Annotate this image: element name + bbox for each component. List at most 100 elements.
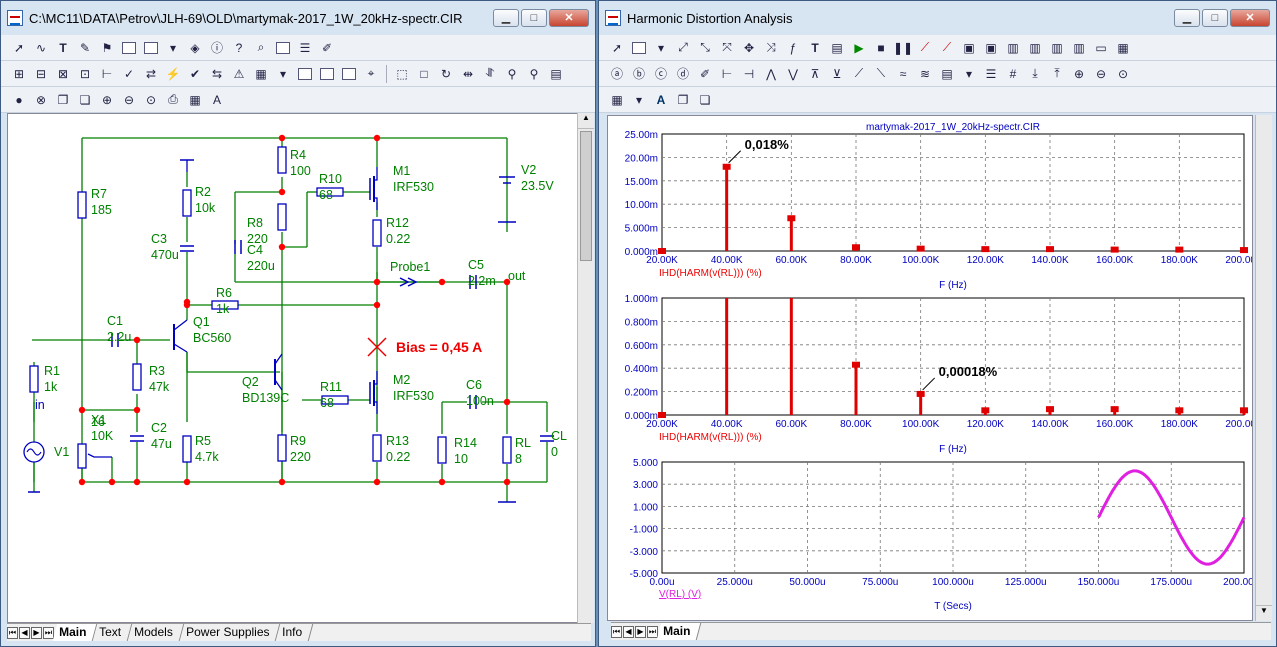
component-icon[interactable] (141, 38, 161, 58)
power-icon[interactable]: ⊡ (79, 66, 91, 81)
list-icon[interactable]: ☰ (299, 40, 311, 55)
node-currents-icon[interactable]: ⊠ (57, 66, 69, 81)
copy-icon[interactable]: ❐ (57, 92, 69, 107)
zoom-in-icon[interactable]: ⊕ (1073, 66, 1085, 81)
node-voltages-icon[interactable]: ⊟ (35, 66, 47, 81)
low-icon[interactable]: ⊻ (832, 66, 842, 81)
tab-models[interactable]: Models (128, 624, 185, 641)
check-icon[interactable]: ✓ (123, 66, 135, 81)
lightning-icon[interactable]: ⚡ (165, 66, 181, 81)
ok-icon[interactable]: ✔ (189, 66, 201, 81)
layout6-icon[interactable]: ▦ (1117, 40, 1129, 55)
pin-icon[interactable]: ⊢ (101, 66, 113, 81)
component-menu-icon[interactable]: ▾ (169, 40, 177, 55)
font-icon[interactable]: A (212, 92, 221, 107)
wire-icon[interactable]: ∿ (35, 40, 47, 55)
warning-icon[interactable]: ⚠ (233, 66, 245, 81)
prev-tab-icon[interactable]: ◀ (623, 625, 634, 638)
scale2-icon[interactable]: ⤡ (700, 40, 710, 54)
property-icon[interactable]: ◈ (190, 40, 200, 55)
zoom-out-icon[interactable]: ⊖ (123, 92, 135, 107)
help-icon[interactable]: ? (235, 40, 243, 55)
bring-icon[interactable]: ⌖ (367, 66, 375, 80)
info-icon[interactable]: ⓘ (210, 41, 223, 55)
edit-icon[interactable]: ✐ (321, 40, 333, 55)
cursor1-icon[interactable]: ⊢ (721, 66, 733, 81)
tab-main[interactable]: Main (52, 624, 98, 641)
inflect-icon[interactable]: ⟍ (876, 66, 886, 80)
calc-icon[interactable]: ▤ (550, 66, 562, 81)
shape-icon[interactable] (629, 38, 649, 58)
select-arrow-icon[interactable]: ➚ (611, 40, 623, 55)
settings-icon[interactable]: ✐ (699, 66, 711, 81)
stop-icon[interactable]: ■ (877, 40, 885, 55)
grid-menu-icon[interactable]: ▾ (279, 66, 287, 81)
text-icon[interactable]: T (59, 40, 67, 55)
analysis-vertical-scrollbar[interactable]: ▼ (1255, 115, 1272, 621)
analysis-maximize-button[interactable]: □ (1202, 9, 1228, 27)
layout4-icon[interactable]: ▥ (1073, 40, 1085, 55)
slope-icon[interactable]: ⟋ (854, 66, 864, 80)
shape-menu-icon[interactable]: ▾ (657, 40, 665, 55)
mirror-icon[interactable]: ⇹ (462, 66, 474, 81)
zoom-b-icon[interactable]: ⓑ (632, 67, 645, 81)
zoom-all-icon[interactable]: ⊙ (1117, 66, 1129, 81)
next-tab-icon[interactable]: ▶ (635, 625, 646, 638)
book-icon[interactable] (273, 38, 293, 58)
layout2-icon[interactable]: ▥ (1029, 40, 1041, 55)
find-icon[interactable]: ⌕ (257, 40, 265, 54)
fit2-icon[interactable]: ⤒ (1054, 66, 1060, 80)
window-icon[interactable] (339, 64, 359, 84)
zoom-a-icon[interactable]: ⓐ (610, 67, 623, 81)
analysis-titlebar[interactable]: Harmonic Distortion Analysis (599, 1, 1276, 35)
pan-icon[interactable]: ✥ (743, 40, 755, 55)
frame-icon[interactable]: ▣ (963, 40, 975, 55)
layout5-icon[interactable]: ▭ (1095, 40, 1107, 55)
close-circle-icon[interactable]: ⊗ (35, 92, 47, 107)
paste-icon[interactable]: ❏ (79, 92, 91, 107)
analysis-tab-main[interactable]: Main (656, 623, 702, 640)
pause-icon[interactable]: ❚❚ (892, 40, 914, 55)
label-icon[interactable]: ▤ (941, 66, 953, 81)
schematic-vertical-scrollbar[interactable]: ▲ (577, 113, 594, 623)
valley-icon[interactable]: ⋁ (788, 66, 798, 81)
binoculars-icon[interactable]: ⚲ (507, 66, 517, 81)
layout1-icon[interactable]: ▥ (1007, 40, 1019, 55)
wave2-icon[interactable]: ≋ (919, 66, 931, 81)
binoculars2-icon[interactable]: ⚲ (529, 66, 539, 81)
zoom-d-icon[interactable]: ⓓ (676, 67, 689, 81)
zoom-fit-icon[interactable]: ⊙ (145, 92, 157, 107)
grid-menu-icon[interactable]: ▾ (635, 92, 643, 107)
frame2-icon[interactable]: ▣ (985, 40, 997, 55)
box-icon[interactable]: ⬚ (396, 66, 408, 81)
tab-text[interactable]: Text (93, 624, 133, 641)
tab-info[interactable]: Info (276, 624, 314, 641)
close-button[interactable]: ✕ (549, 9, 589, 27)
label-menu-icon[interactable]: ▾ (965, 66, 973, 81)
cursor2-icon[interactable]: ⊣ (743, 66, 755, 81)
formula-icon[interactable]: ƒ (789, 40, 797, 55)
first-tab-icon[interactable]: ⏮ (7, 626, 18, 639)
zoom-box-icon[interactable]: ⤧ (722, 40, 732, 54)
line2-icon[interactable]: ⟋ (942, 40, 952, 54)
arrows-icon[interactable]: ⇄ (145, 66, 157, 81)
grid-small-icon[interactable]: ▦ (611, 92, 623, 107)
page-icon[interactable] (295, 64, 315, 84)
analysis-minimize-button[interactable]: ▁ (1174, 9, 1200, 27)
high-icon[interactable]: ⊼ (810, 66, 820, 81)
node-numbers-icon[interactable]: ⊞ (13, 66, 25, 81)
print-icon[interactable]: ⎙ (168, 92, 178, 106)
prev-tab-icon[interactable]: ◀ (19, 626, 30, 639)
zoom-out-icon[interactable]: ⊖ (1095, 66, 1107, 81)
text-icon[interactable]: T (811, 40, 819, 55)
box-blank-icon[interactable]: □ (420, 66, 428, 81)
flip-icon[interactable]: ⥯ (485, 66, 495, 80)
wave-icon[interactable]: ≈ (899, 66, 907, 81)
font-icon[interactable]: A (656, 92, 666, 107)
analysis-close-button[interactable]: ✕ (1230, 9, 1270, 27)
next-tab-icon[interactable]: ▶ (31, 626, 42, 639)
stop-icon[interactable]: ● (15, 92, 23, 107)
minimize-button[interactable]: ▁ (493, 9, 519, 27)
